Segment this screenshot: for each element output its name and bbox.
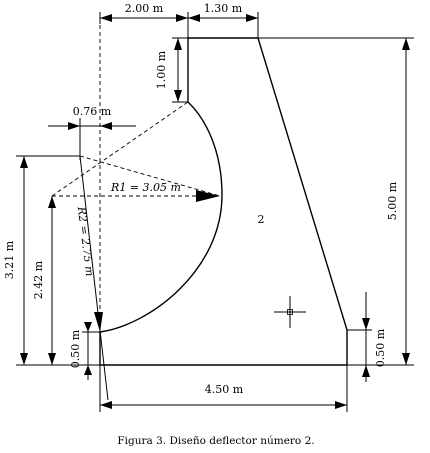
dashed-upper-center-to-r1: [79, 155, 221, 197]
dim-height-321-label: 3.21 m: [3, 240, 16, 279]
deflector-outline: [99, 37, 348, 366]
figure-caption: Figura 3. Diseño deflector número 2.: [117, 435, 314, 447]
dim-bottom-right-label: 0.50 m: [374, 328, 387, 367]
dim-top-left-label: 2.00 m: [125, 2, 164, 15]
centroid-marker: [274, 296, 306, 328]
r2-arrowhead: [94, 312, 103, 332]
r2-label: R2 = 2.75 m: [75, 205, 97, 277]
dim-upper-vertical-label: 1.00 m: [155, 50, 168, 89]
region-label: 2: [258, 213, 265, 226]
dim-top-right-label: 1.30 m: [204, 2, 243, 15]
dim-height-right-label: 5.00 m: [386, 181, 399, 220]
dim-offset-label: 0.76 m: [73, 105, 112, 118]
dim-base-width-label: 4.50 m: [205, 383, 244, 396]
dim-bottom-left-label: 0.50 m: [69, 329, 82, 368]
r1-arrowhead: [196, 190, 220, 202]
r1-label: R1 = 3.05 m: [110, 181, 181, 194]
dim-height-242-label: 2.42 m: [32, 260, 45, 299]
r2-radius-line: [79, 155, 109, 401]
